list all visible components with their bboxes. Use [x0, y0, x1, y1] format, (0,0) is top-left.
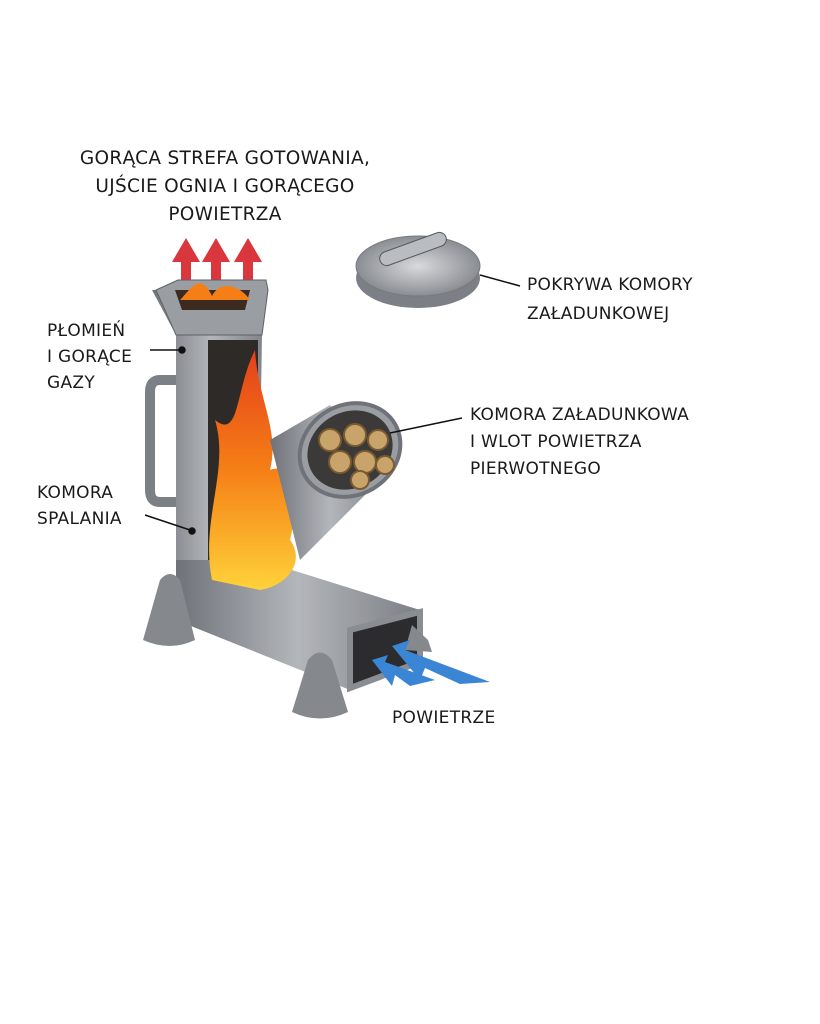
label-line: GAZY: [47, 373, 96, 393]
label-hot-cooking-zone: GORĄCA STREFA GOTOWANIA, UJŚCIE OGNIA I …: [40, 145, 410, 229]
label-line: PIERWOTNEGO: [470, 459, 602, 479]
loading-chamber-lid: [355, 231, 481, 308]
air-arrows: [372, 640, 490, 686]
label-line: I GORĄCE: [47, 347, 133, 367]
label-line: ZAŁADUNKOWEJ: [527, 304, 670, 324]
label-flame-gases: PŁOMIEŃ I GORĄCE GAZY: [47, 318, 132, 396]
label-air: POWIETRZE: [392, 708, 496, 728]
label-combustion-chamber: KOMORA SPALANIA: [37, 480, 122, 532]
label-line: PŁOMIEŃ: [47, 321, 126, 341]
label-line: SPALANIA: [37, 509, 122, 529]
label-line: POKRYWA KOMORY: [527, 275, 693, 295]
stove-feet: [143, 574, 432, 719]
label-line: GORĄCA STREFA GOTOWANIA,: [79, 148, 371, 169]
label-line: POWIETRZA: [168, 204, 282, 225]
label-line: KOMORA: [37, 483, 114, 503]
label-line: I WLOT POWIETRZA: [470, 432, 642, 452]
flame: [209, 350, 296, 590]
label-line: UJŚCIE OGNIA I GORĄCEGO: [95, 176, 355, 197]
hot-air-arrows: [172, 238, 262, 300]
label-feed-chamber: KOMORA ZAŁADUNKOWA I WLOT POWIETRZA PIER…: [470, 402, 689, 483]
feed-chamber: [270, 401, 403, 560]
handle: [145, 375, 180, 507]
label-line: KOMORA ZAŁADUNKOWA: [470, 405, 690, 425]
label-lid: POKRYWA KOMORY ZAŁADUNKOWEJ: [527, 271, 693, 329]
